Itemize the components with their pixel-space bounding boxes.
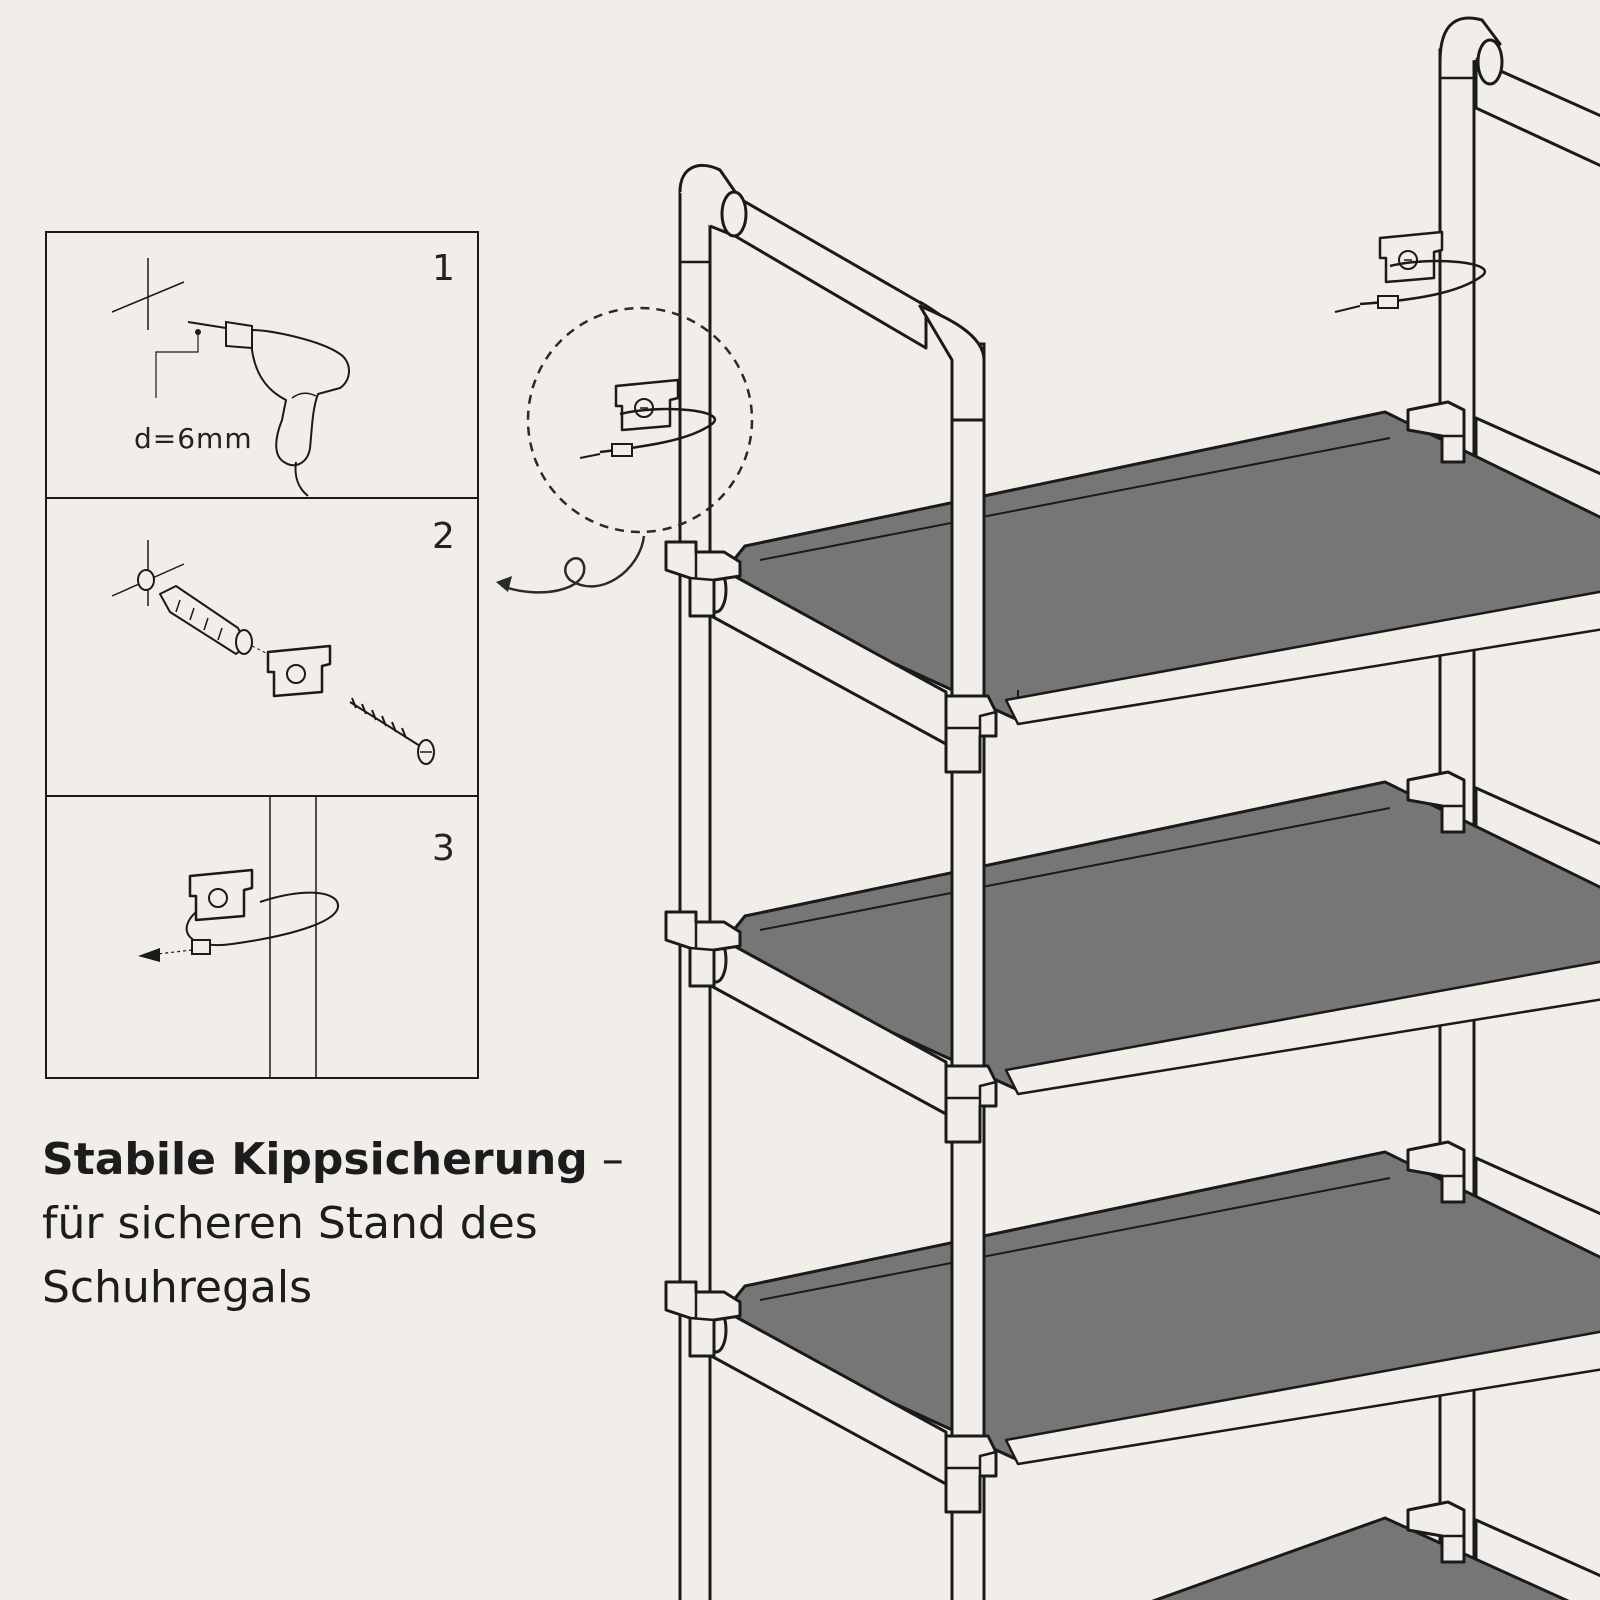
cable-tie-icon bbox=[138, 891, 339, 962]
step-number-2: 2 bbox=[432, 516, 455, 557]
cable-clip-icon bbox=[1378, 230, 1444, 284]
shelf-4 bbox=[1151, 1516, 1570, 1600]
detail-callout bbox=[496, 306, 754, 594]
top-handle-bar bbox=[678, 163, 964, 422]
shoe-rack-illustration bbox=[664, 16, 1600, 1600]
curved-arrow-icon bbox=[496, 535, 646, 594]
cable-clip-icon bbox=[188, 868, 254, 922]
drill-icon bbox=[187, 320, 350, 497]
headline: Stabile Kippsicherung – für sicheren Sta… bbox=[42, 1128, 682, 1320]
cable-clip-icon bbox=[614, 378, 680, 432]
cable-tie-icon bbox=[1334, 259, 1486, 313]
instruction-steps bbox=[45, 231, 479, 1079]
wall-anchor-icon bbox=[159, 585, 253, 655]
headline-title: Stabile Kippsicherung bbox=[42, 1134, 588, 1185]
cable-clip-icon bbox=[266, 644, 332, 698]
back-left-post bbox=[678, 188, 712, 1600]
headline-line-3: Schuhregals bbox=[42, 1262, 313, 1313]
cable-tie-icon bbox=[579, 407, 716, 459]
step-1-drawing bbox=[111, 258, 350, 497]
back-top-bar bbox=[1438, 16, 1600, 168]
headline-line-1: Stabile Kippsicherung – bbox=[42, 1128, 682, 1192]
front-right-post bbox=[918, 304, 986, 1600]
screw-icon bbox=[349, 697, 435, 765]
headline-line-2: für sicheren Stand des bbox=[42, 1198, 538, 1249]
step-3-drawing bbox=[138, 796, 339, 1078]
step-2-drawing bbox=[111, 540, 435, 765]
headline-dash: – bbox=[601, 1134, 624, 1185]
drill-diameter-label: d=6mm bbox=[134, 422, 253, 455]
step-number-3: 3 bbox=[432, 828, 455, 869]
step-number-1: 1 bbox=[432, 248, 455, 289]
front-rails bbox=[1004, 590, 1600, 1466]
